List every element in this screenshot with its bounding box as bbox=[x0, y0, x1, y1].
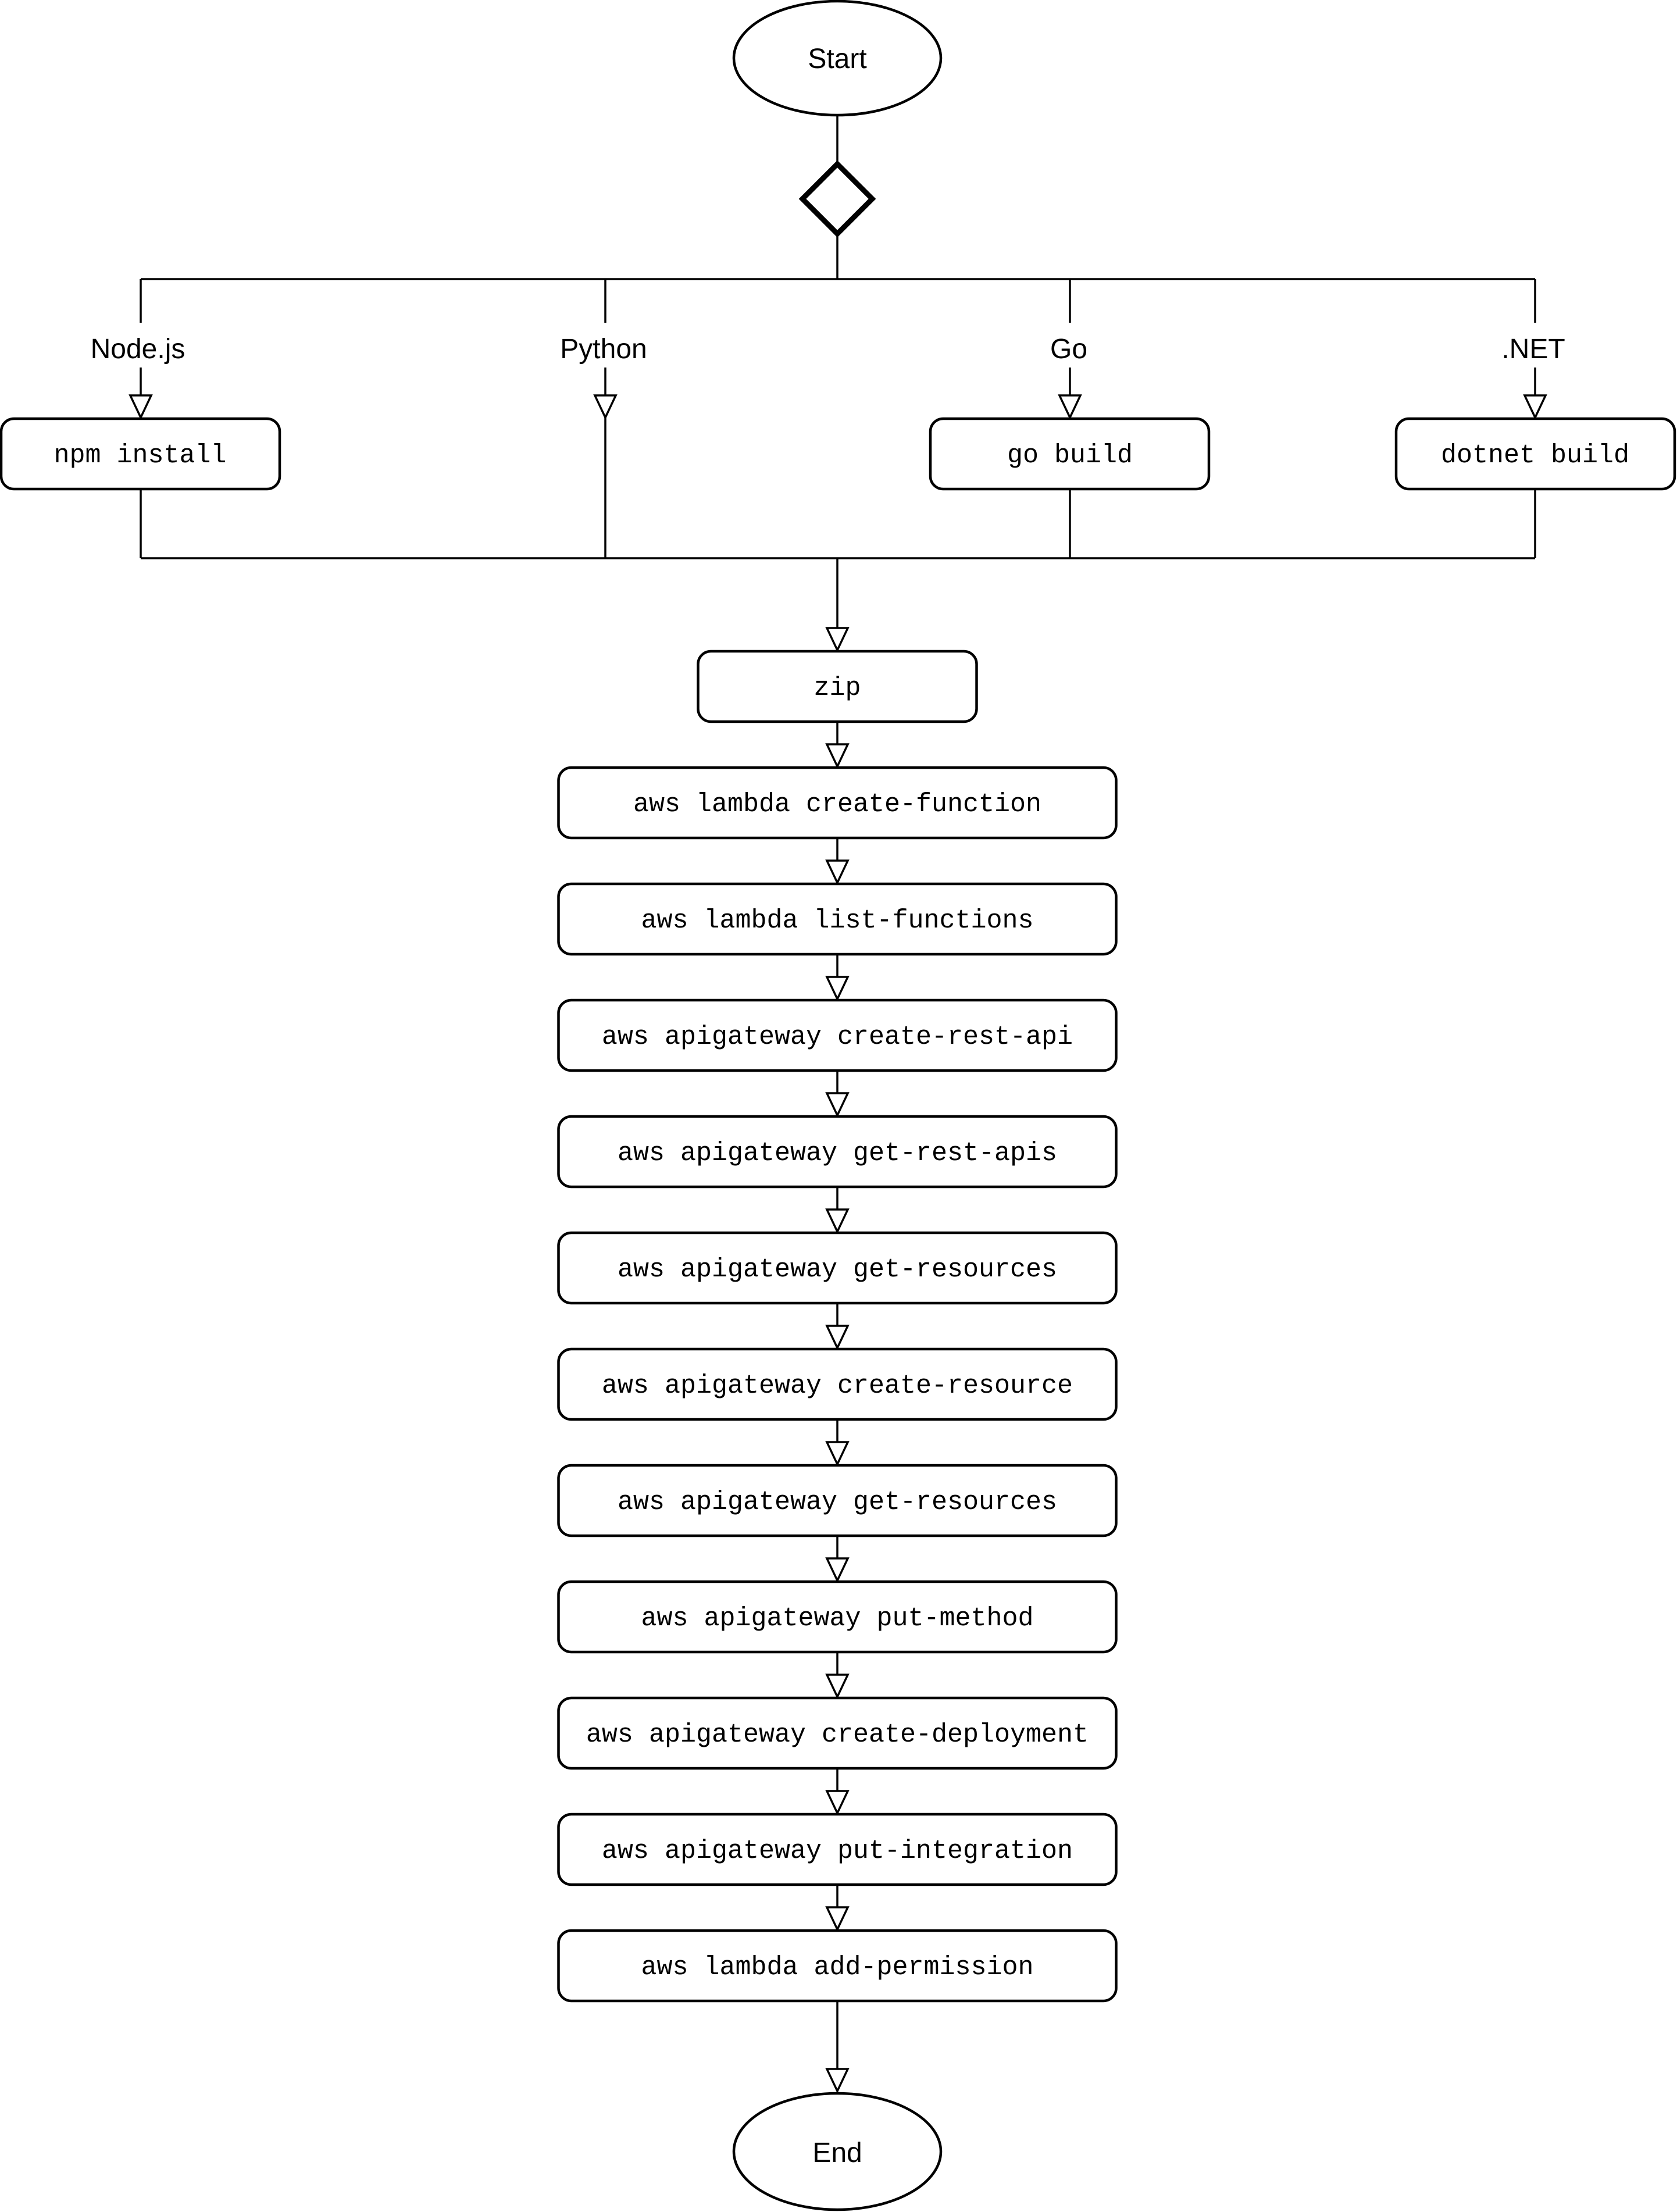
step-arrow bbox=[825, 1906, 850, 1932]
step-label: aws apigateway create-rest-api bbox=[602, 1022, 1073, 1052]
step-arrow bbox=[825, 1208, 850, 1235]
step-label: aws apigateway put-method bbox=[641, 1604, 1033, 1633]
start-label: Start bbox=[808, 44, 866, 74]
dotnet-build-label: dotnet build bbox=[1441, 441, 1629, 470]
step-label: aws apigateway get-resources bbox=[618, 1255, 1057, 1285]
decision-diamond bbox=[798, 160, 876, 238]
branch-go-arrow bbox=[1058, 394, 1082, 420]
step-arrow bbox=[825, 1674, 850, 1700]
step-label: aws lambda create-function bbox=[633, 790, 1041, 819]
go-build-label: go build bbox=[1007, 441, 1133, 470]
branch-go-label: Go bbox=[1050, 334, 1087, 365]
step-label: aws apigateway create-resource bbox=[602, 1371, 1073, 1401]
step-label: aws apigateway get-rest-apis bbox=[618, 1139, 1057, 1168]
step-label: aws apigateway put-integration bbox=[602, 1836, 1073, 1866]
step-label: aws lambda add-permission bbox=[641, 1953, 1033, 1982]
end-label: End bbox=[812, 2138, 862, 2168]
end-node bbox=[732, 2092, 943, 2211]
arrow-merge-zip bbox=[825, 627, 850, 653]
step-arrow bbox=[825, 1790, 850, 1816]
steps-group: zip aws lambda create-function aws lambda … bbox=[557, 650, 1118, 2003]
branch-nodejs-arrow bbox=[129, 394, 153, 420]
step-label: aws apigateway create-deployment bbox=[586, 1720, 1089, 1750]
step-arrow bbox=[825, 1092, 850, 1118]
branch-python-label: Python bbox=[560, 334, 647, 365]
arrow-last-end bbox=[825, 2068, 850, 2094]
step-arrow bbox=[825, 1325, 850, 1351]
step-label: aws lambda list-functions bbox=[641, 906, 1033, 936]
step-arrow bbox=[825, 859, 850, 886]
branch-nodejs-label: Node.js bbox=[91, 334, 185, 365]
step-label: zip bbox=[813, 673, 861, 703]
branch-dotnet-arrow bbox=[1523, 394, 1547, 420]
npm-install-label: npm install bbox=[53, 441, 226, 470]
step-arrow bbox=[825, 1441, 850, 1467]
branch-dotnet-label: .NET bbox=[1501, 334, 1565, 365]
step-label: aws apigateway get-resources bbox=[618, 1487, 1057, 1517]
step-arrow bbox=[825, 1557, 850, 1583]
step-arrow bbox=[825, 743, 850, 769]
branch-python-arrow bbox=[593, 394, 618, 420]
step-arrow bbox=[825, 976, 850, 1002]
